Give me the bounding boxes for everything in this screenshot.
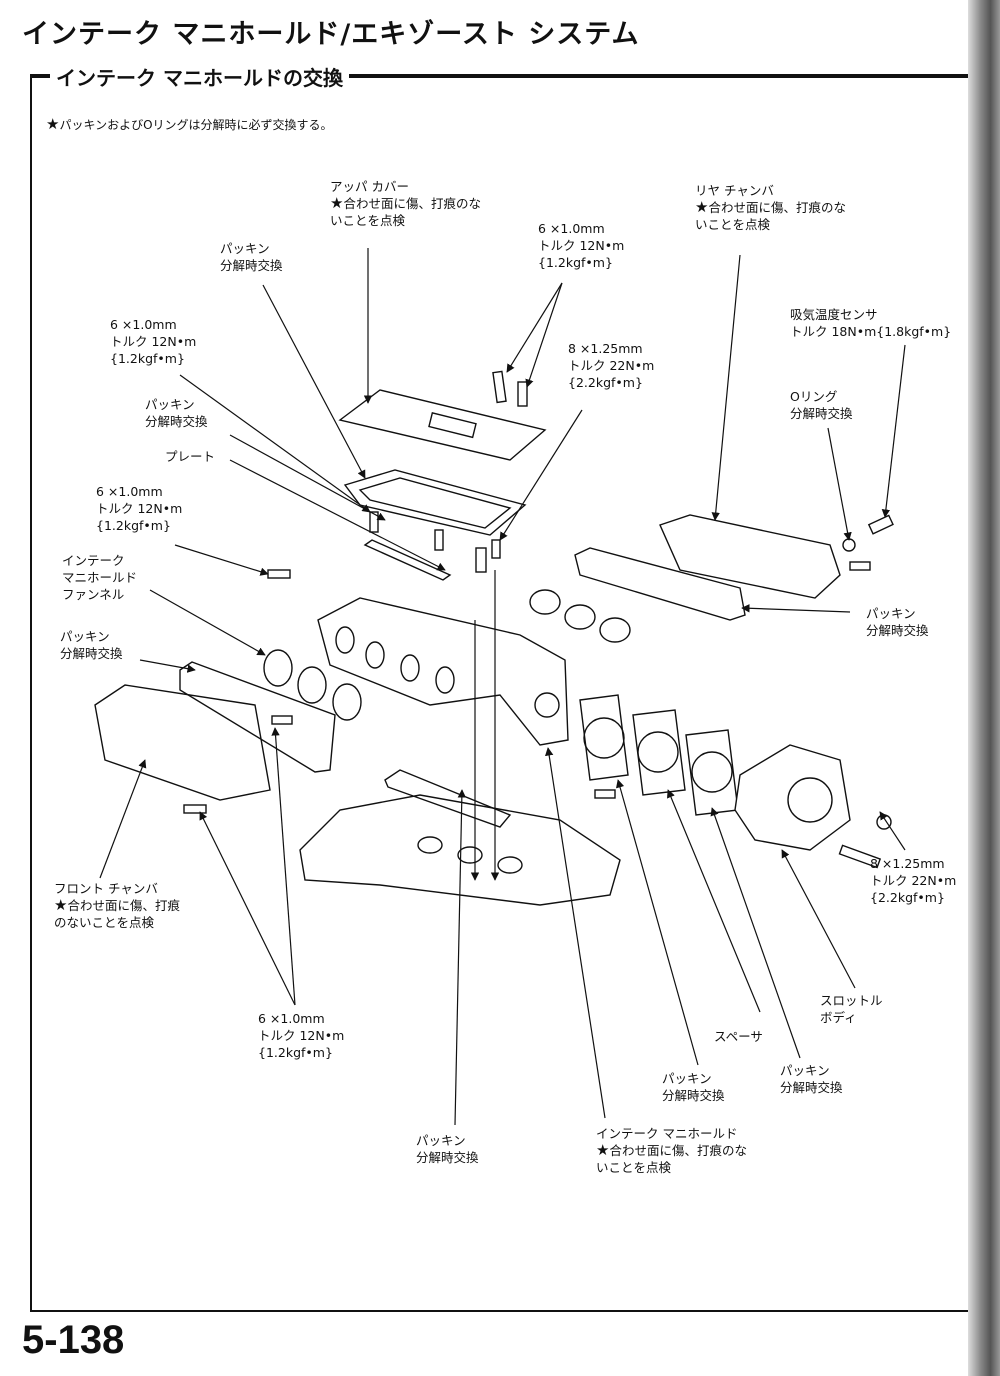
engine-block-part [299,794,621,906]
front-packing-part [179,661,336,773]
binding-edge-shadow [968,0,1000,1376]
label-intake-temp-sensor: 吸気温度センサトルク 18N•m{1.8kgf•m} [790,307,952,339]
tb-gasket-part [579,694,629,781]
front-chamber-part [94,684,271,801]
note-text: パッキンおよびOリングは分解時に必ず交換する。 [59,118,333,132]
throttle-body-part [734,744,851,851]
section-title: インテーク マニホールドの交換 [50,62,349,91]
spacer-part [632,709,686,796]
section-frame [30,74,970,1312]
rear-chamber-part [659,514,841,599]
label-packing-top: パッキン分解時交換 [220,241,283,273]
page-number: 5-138 [22,1318,125,1362]
intake-manifold-part [317,597,569,746]
label-intake-manifold: インテーク マニホールド ★合わせ面に傷、打痕のな いことを点検 [596,1126,747,1175]
label-front-chamber: フロント チャンバ ★合わせ面に傷、打痕 のないことを点検 [54,881,180,930]
upper-packing-part [343,469,527,536]
plate-part [363,539,452,581]
upper-cover-part [338,389,547,461]
label-spacer: スペーサ [714,1029,763,1044]
rear-packing-part [574,547,746,621]
star-icon: ★ [596,1141,610,1159]
label-o-ring: Oリング分解時交換 [790,389,853,421]
label-packing-bottom: パッキン分解時交換 [416,1133,479,1165]
label-plate: プレート [165,449,216,464]
star-icon: ★ [46,115,60,133]
funnel-part [263,649,293,687]
label-packing-left-3: パッキン分解時交換 [60,629,123,661]
label-throttle-body: スロットルボディ [820,993,883,1025]
replacement-note: ★パッキンおよびOリングは分解時に必ず交換する。 [46,115,333,133]
label-packing-tb: パッキン分解時交換 [780,1063,843,1095]
star-icon: ★ [695,198,709,216]
star-icon: ★ [54,896,68,914]
label-packing-spacer: パッキン分解時交換 [662,1071,725,1103]
label-packing-right: パッキン分解時交換 [866,606,929,638]
label-rear-chamber: リヤ チャンバ ★合わせ面に傷、打痕のな いことを点検 [695,183,846,232]
label-upper-cover: アッパ カバー ★合わせ面に傷、打痕のな いことを点検 [330,179,481,228]
star-icon: ★ [330,194,344,212]
label-funnel: インテークマニホールドファンネル [62,553,138,602]
lower-packing-part [384,769,512,828]
label-packing-left-2: パッキン分解時交換 [145,397,208,429]
section-rule [30,74,970,78]
spacer-gasket-part [685,729,739,816]
page-title: インテーク マニホールド/エキゾースト システム [22,19,640,50]
